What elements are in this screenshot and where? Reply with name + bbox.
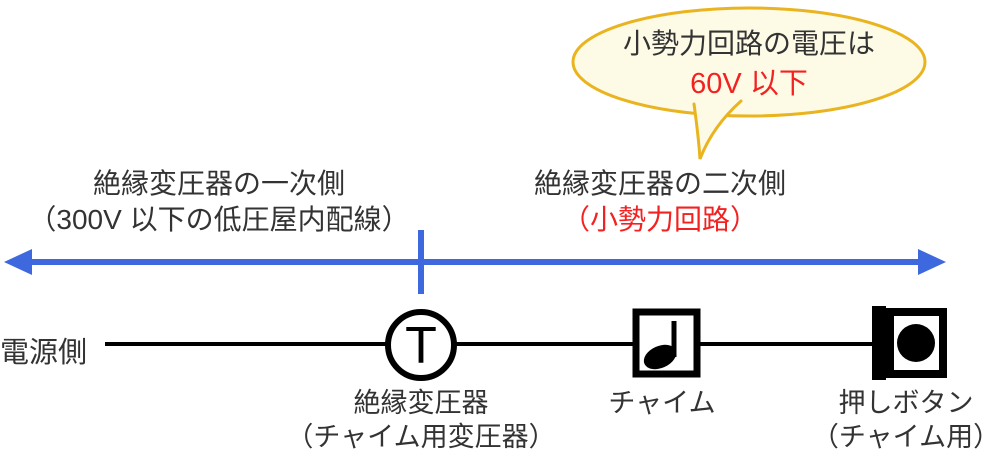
- push-button-label: 押しボタン （チャイム用）: [812, 386, 1000, 454]
- speech-bubble-tail: [692, 99, 743, 160]
- transformer-symbol-letter: T: [405, 317, 437, 375]
- arrowhead-right-icon: [918, 249, 946, 275]
- range-arrow: [4, 230, 946, 294]
- push-button-label-line2: （チャイム用）: [811, 422, 1001, 452]
- speech-bubble-text: 小勢力回路の電圧は 60V 以下: [623, 24, 875, 104]
- speech-bubble-ellipse: [571, 6, 927, 118]
- speech-bubble-line1: 小勢力回路の電圧は: [622, 28, 876, 59]
- push-button-side-bar: [872, 306, 886, 380]
- arrowhead-left-icon: [4, 249, 32, 275]
- speech-bubble-line2: 60V 以下: [690, 68, 808, 100]
- push-button-dot-icon: [897, 324, 935, 362]
- quarter-note-icon: [643, 321, 677, 370]
- transformer-label-line2: （チャイム用変圧器）: [286, 422, 556, 452]
- secondary-side-line1: 絶縁変圧器の二次側: [533, 168, 787, 199]
- speech-bubble-shape: [571, 6, 927, 160]
- push-button-label-line1: 押しボタン: [838, 388, 974, 418]
- primary-side-label: 絶縁変圧器の一次側 （300V 以下の低圧屋内配線）: [28, 166, 409, 238]
- push-button-symbol: [872, 306, 947, 380]
- primary-side-line2: （300V 以下の低圧屋内配線）: [28, 204, 410, 235]
- primary-side-line1: 絶縁変圧器の一次側: [92, 168, 345, 199]
- source-side-label: 電源側: [0, 337, 88, 369]
- chime-label: チャイム: [608, 388, 716, 418]
- circuit-drawing: T: [105, 306, 947, 381]
- secondary-side-label: 絶縁変圧器の二次側 （小勢力回路）: [534, 166, 786, 238]
- transformer-label: 絶縁変圧器 （チャイム用変圧器）: [286, 386, 555, 454]
- transformer-label-line1: 絶縁変圧器: [353, 388, 489, 418]
- secondary-side-line2: （小勢力回路）: [561, 204, 759, 235]
- transformer-symbol: [385, 309, 457, 381]
